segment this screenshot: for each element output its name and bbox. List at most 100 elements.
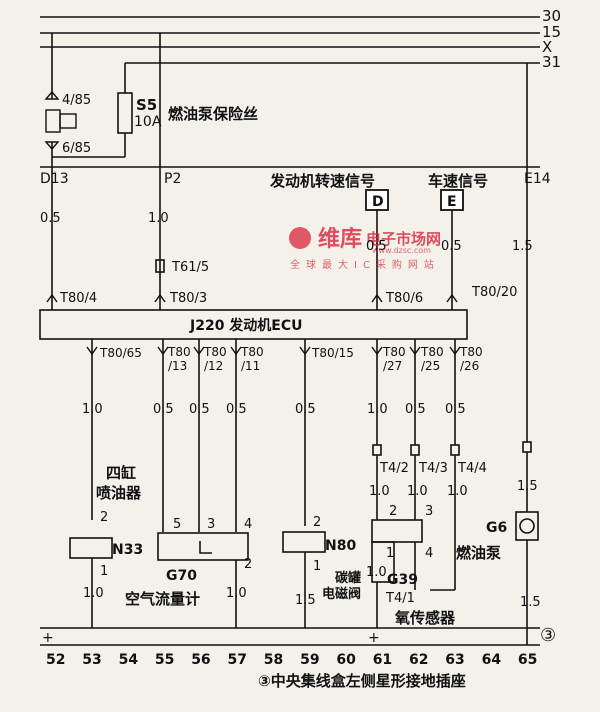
wire-gauge: 1.0: [148, 211, 169, 226]
connector-t4-2: [372, 444, 382, 456]
output-pin-label: T80: [203, 345, 227, 359]
vehicle-speed-signal-label: 车速信号: [428, 172, 488, 190]
pin-number: 2: [313, 515, 321, 530]
pin-number: 3: [425, 504, 433, 519]
connector-label: T4/1: [385, 591, 415, 606]
wire-gauge: 0.5: [226, 402, 247, 417]
watermark-tagline: 全球最大IC采购网站: [290, 258, 440, 271]
output-pin-label: /25: [421, 359, 440, 373]
connector-label: T80/6: [385, 291, 423, 306]
arrow-up-icon: [154, 293, 166, 303]
relay-contact: [45, 109, 61, 133]
pin-number-59: 59: [300, 652, 319, 668]
connector-label: T4/4: [457, 461, 487, 476]
pin-number-63: 63: [445, 652, 464, 668]
g6-name: 燃油泵: [456, 544, 501, 562]
wire-gauge: 0.5: [405, 402, 426, 417]
pin-number: 4: [244, 517, 252, 532]
signal-e-label: E: [447, 194, 457, 210]
n80-label: N80: [325, 538, 356, 554]
column-head-e14: E14: [524, 171, 551, 187]
g39-upper: [371, 519, 423, 543]
wire-gauge: 0.5: [40, 211, 61, 226]
arrow-down-icon: [157, 346, 169, 356]
wire-gauge: 1.0: [226, 586, 247, 601]
connector-label: T80/4: [59, 291, 97, 306]
pin-number-55: 55: [155, 652, 174, 668]
pin-number: 1: [100, 564, 108, 579]
valve-n80-box: [282, 531, 326, 553]
watermark-url: www.dzsc.com: [372, 246, 431, 255]
bus-label-15: 15: [542, 23, 561, 41]
ground-plus: +: [368, 630, 380, 646]
pin-number-58: 58: [264, 652, 283, 668]
injector-label-2: 喷油器: [96, 484, 142, 502]
wire-gauge: 0.5: [295, 402, 316, 417]
wire-gauge: 1.5: [517, 479, 538, 494]
output-pin-label: T80: [420, 345, 444, 359]
wire-gauge: 1.0: [366, 565, 387, 580]
arrow-down-icon: [193, 346, 205, 356]
pin-number: 2: [389, 504, 397, 519]
wire-gauge: 1.0: [82, 402, 103, 417]
watermark-brand2: 电子市场网: [366, 230, 441, 248]
footer-caption: ③中央集线盒左侧星形接地插座: [258, 672, 466, 690]
output-pin-label: T80/15: [311, 346, 354, 360]
column-head-d13: D13: [40, 171, 69, 187]
connector-label: T61/5: [171, 260, 209, 275]
n80-name-2: 电磁阀: [322, 586, 361, 602]
arrow-down-icon: [449, 346, 461, 356]
connector-label: T4/3: [418, 461, 448, 476]
wire-gauge: 0.5: [366, 239, 387, 254]
g70-label: G70: [166, 568, 197, 584]
output-pin-label: T80: [240, 345, 264, 359]
fuse-id: S5: [136, 96, 157, 114]
output-pin-label: T80/65: [99, 346, 142, 360]
pin-number: 2: [100, 510, 108, 525]
g70-name: 空气流量计: [125, 590, 200, 608]
arrow-up-icon: [371, 293, 383, 303]
pin-number-54: 54: [119, 652, 139, 668]
arrow-down-icon: [299, 346, 311, 356]
ground-plus: +: [42, 630, 54, 646]
injector-label-1: 四缸: [106, 464, 136, 482]
pin-number: 4: [425, 546, 433, 561]
pin-number-61: 61: [373, 652, 392, 668]
bus-label-30: 30: [542, 7, 561, 25]
n80-name-1: 碳罐: [335, 570, 361, 586]
bus-label-x: X: [542, 38, 552, 56]
watermark-brand: 维库: [318, 226, 362, 252]
output-pin-label: /27: [383, 359, 402, 373]
n33-label: N33: [112, 542, 143, 558]
signal-d-box: [365, 189, 389, 211]
arrow-down-icon: [409, 346, 421, 356]
arrow-up-icon: [44, 90, 60, 100]
relay-pin-bottom: 6/85: [62, 141, 91, 156]
arrow-down-icon: [44, 141, 60, 151]
connector-label: T4/2: [379, 461, 409, 476]
pin-number: 5: [173, 517, 181, 532]
connector-t4-3: [410, 444, 420, 456]
signal-d-label: D: [372, 194, 384, 210]
engine-speed-signal-label: 发动机转速信号: [269, 172, 375, 190]
pin-number: 1: [313, 559, 321, 574]
relay-coil: [59, 113, 77, 129]
pin-number-53: 53: [82, 652, 101, 668]
wire-gauge: 1.5: [512, 239, 533, 254]
arrow-down-icon: [86, 346, 98, 356]
connector-e14: [522, 441, 532, 453]
wire-gauge: 1.0: [369, 484, 390, 499]
wire-gauge: 1.0: [447, 484, 468, 499]
output-pin-label: T80: [167, 345, 191, 359]
g39-name: 氧传感器: [394, 609, 456, 627]
wire-gauge: 1.0: [367, 402, 388, 417]
watermark: 维库 电子市场网 www.dzsc.com 全球最大IC采购网站: [289, 226, 441, 271]
ground-marker: ③: [540, 625, 556, 646]
pin-number-57: 57: [228, 652, 247, 668]
g6-label: G6: [486, 520, 507, 536]
connector-t61: [155, 259, 165, 273]
relay-pin-top: 4/85: [62, 93, 91, 108]
g39-lower: [371, 541, 395, 583]
